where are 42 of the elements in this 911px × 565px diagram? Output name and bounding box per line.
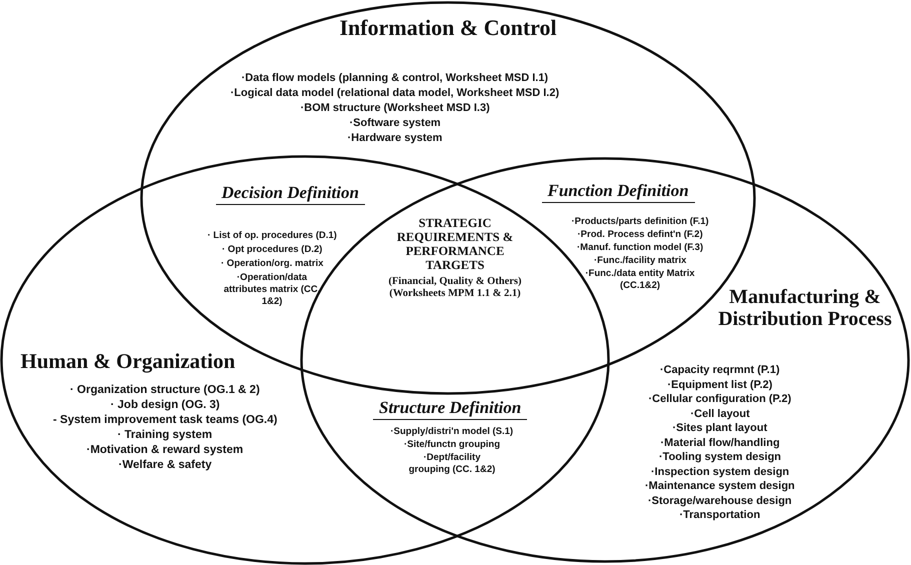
list-item: ·Transportation — [680, 509, 760, 522]
list-item: ·Logical data model (relational data model, Worksheet MSD I.2) — [230, 87, 560, 100]
list-item: ·Inspection system design — [651, 466, 790, 478]
list-item: · List of op. procedures (D.1) — [208, 230, 337, 242]
region-heading: Decision Definition — [216, 183, 365, 206]
list-item: ·Data flow models (planning & control, Worksheet MSD I.1) — [242, 72, 548, 84]
list-item: ·Software system — [350, 117, 441, 130]
list-item: ·Sites plant layout — [672, 422, 768, 434]
list-item: ·Func./data entity Matrix (CC.1&2) — [585, 268, 695, 292]
list-item: ·Site/functn grouping — [404, 439, 500, 451]
list-item: ·Cellular configuration (P.2) — [648, 393, 792, 406]
circle-title: Human & Organization — [20, 350, 236, 374]
region-heading: Function Definition — [542, 181, 695, 204]
list-item: ·BOM structure (Worksheet MSD I.3) — [300, 102, 490, 114]
list-item: ·Operation/data attributes matrix (CC. 1&2) — [222, 272, 322, 308]
list-item: ·Cell layout — [690, 408, 750, 420]
list-item: ·Hardware system — [348, 132, 442, 144]
list-item: ·Welfare & safety — [118, 459, 212, 472]
center-heading: STRATEGIC REQUIREMENTS & PERFORMANCE TARGETS — [396, 216, 514, 272]
list-item: ·Equipment list (P.2) — [668, 378, 772, 391]
center-note: (Financial, Quality & Others) (Worksheets MPM 1.1 & 2.1) — [388, 276, 522, 300]
list-item: · Organization structure (OG.1 & 2) — [70, 384, 260, 397]
list-item: ·Supply/distri'n model (S.1) — [390, 426, 514, 438]
list-item: · Training system — [118, 429, 212, 442]
list-item: ·Maintenance system design — [645, 480, 795, 492]
list-item: ·Material flow/handling — [660, 436, 780, 449]
list-item: · Job design (OG. 3) — [110, 399, 220, 412]
region-heading: Structure Definition — [373, 398, 528, 420]
list-item: ·Capacity reqrmnt (P.1) — [660, 364, 780, 376]
list-item: ·Products/parts definition (F.1) — [572, 216, 709, 228]
list-item: ·Motivation & reward system — [86, 444, 244, 457]
circle-title: Manufacturing & Distribution Process — [718, 286, 892, 331]
list-item: ·Manuf. function model (F.3) — [577, 242, 704, 254]
list-item: ·Storage/warehouse design — [648, 494, 792, 507]
list-item: ·Func./facility matrix — [594, 255, 686, 267]
list-item: - System improvement task teams (OG.4) — [53, 414, 278, 427]
list-item: ·Dept/facility grouping (CC. 1&2) — [408, 452, 496, 476]
list-item: · Opt procedures (D.2) — [222, 244, 322, 256]
circle-title: Information & Control — [340, 16, 557, 41]
list-item: · Operation/org. matrix — [221, 258, 324, 270]
list-item: ·Tooling system design — [659, 451, 782, 464]
list-item: ·Prod. Process defint'n (F.2) — [578, 229, 703, 241]
